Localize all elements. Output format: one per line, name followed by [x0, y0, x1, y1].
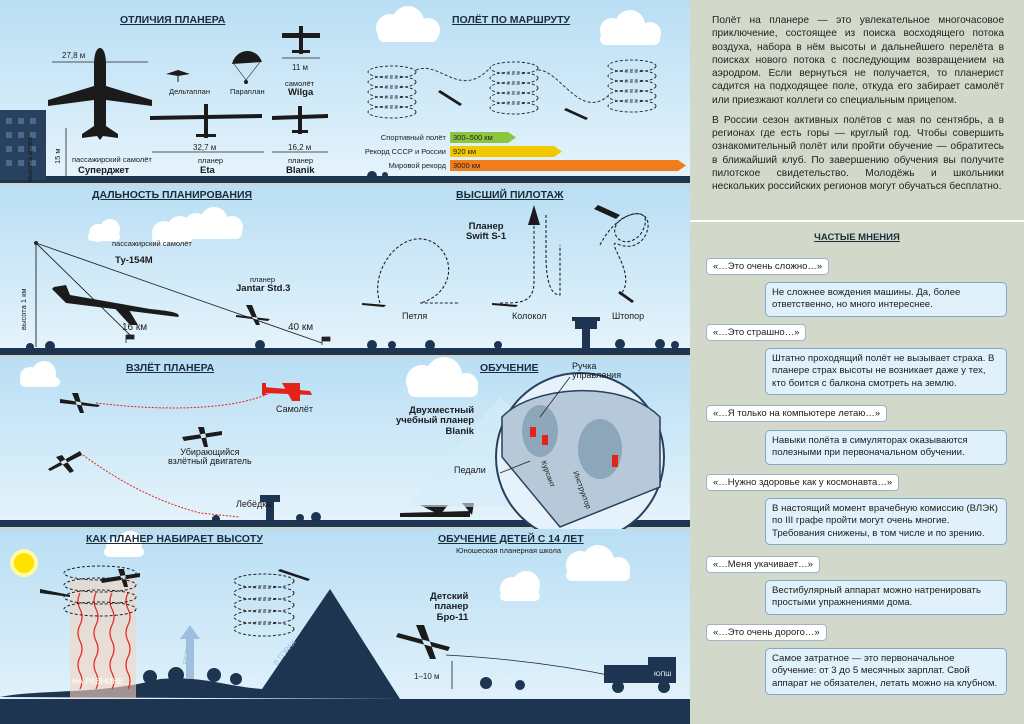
wilga-span: 11 м [292, 63, 309, 72]
band3-art [0, 357, 690, 542]
title-range: ДАЛЬНОСТЬ ПЛАНИРОВАНИЯ [92, 189, 253, 201]
eta-label: планер [198, 156, 224, 165]
answer-2: Штатно проходящий полёт не вызывает стра… [765, 348, 1007, 396]
eta-name: Eta [200, 165, 215, 176]
answer-1: Не сложнее вождения машины. Да, более от… [765, 282, 1007, 317]
intro-paragraph-1: Полёт на планере — это увлекательное мно… [712, 15, 1004, 106]
record-bar-1: 920 км [450, 146, 562, 157]
height-label: высота 1 км [19, 288, 28, 330]
kids-height: 1–10 м [414, 672, 440, 681]
title-differences: ОТЛИЧИЯ ПЛАНЕРА [120, 14, 226, 26]
dist-short: 16 км [122, 322, 148, 333]
winch-label: Лебёдка [236, 499, 272, 509]
record-label-2: Мировой рекорд [388, 161, 446, 170]
superjet-label: пассажирский самолёт [72, 155, 152, 164]
blanik-span: 16,2 м [288, 143, 312, 152]
question-1: «…Это очень сложно…» [706, 258, 830, 275]
answer-4: В настоящий момент врачебную комиссию (В… [765, 498, 1007, 546]
tu-label: пассажирский самолёт [112, 239, 192, 248]
title-altitude: КАК ПЛАНЕР НАБИРАЕТ ВЫСОТУ [86, 533, 263, 545]
blanik-name: Blanik [286, 165, 315, 176]
jantar-name: Jantar Std.3 [236, 283, 291, 294]
title-training: ОБУЧЕНИЕ [480, 362, 539, 374]
answer-3: Навыки полёта в симуляторах оказываются … [765, 430, 1007, 465]
band4-art [0, 531, 690, 724]
building-height: 15 м [53, 148, 62, 164]
intro-paragraph-2: В России сезон активных полётов с мая по… [712, 114, 1004, 192]
blanik-label: планер [288, 156, 314, 165]
tu-name: Ту-154М [115, 255, 153, 266]
title-kids: ОБУЧЕНИЕ ДЕТЕЙ С 14 ЛЕТ [438, 533, 584, 545]
superjet-name: Суперджет [78, 165, 130, 176]
truck-plate: ЮПШ [654, 671, 672, 678]
loop-label: Петля [402, 311, 428, 321]
band2-art [0, 205, 690, 355]
question-3: «…Я только на компьютере летаю…» [706, 405, 888, 422]
record-label-0: Спортивный полёт [380, 133, 446, 142]
school-label: Юношеская планерная школа [456, 546, 562, 555]
title-route: ПОЛЁТ ПО МАРШРУТУ [452, 14, 571, 26]
title-launch: ВЗЛЁТ ПЛАНЕРА [126, 362, 215, 374]
building-label: высота дома [25, 137, 34, 182]
band1-art [0, 6, 690, 183]
paraplan-label: Параплан [230, 87, 265, 96]
title-aerobatics: ВЫСШИЙ ПИЛОТАЖ [456, 189, 564, 201]
deltaplan-label: Дельтаплан [169, 87, 210, 96]
superjet-icon [48, 48, 152, 140]
jantar-label: планер [250, 275, 276, 284]
dist-long: 40 км [288, 322, 314, 333]
wilga-label: самолёт [285, 79, 315, 88]
tu154-icon [52, 285, 179, 317]
record-bar-2: 3000 км [450, 160, 686, 171]
opinions-title: ЧАСТЫЕ МНЕНИЯ [814, 232, 900, 243]
answer-5: Вестибулярный аппарат можно натренироват… [765, 580, 1007, 615]
question-2: «…Это страшно…» [706, 324, 807, 341]
intro-text: Полёт на планере — это увлекательное мно… [712, 14, 1004, 200]
spin-label: Штопор [612, 311, 645, 321]
question-5: «…Меня укачивает…» [706, 556, 820, 573]
bell-label: Колокол [512, 311, 547, 321]
record-label-1: Рекорд СССР и России [364, 147, 446, 156]
plane-label: Самолёт [276, 404, 313, 414]
answer-6: Самое затратное — это первоначальное обу… [765, 648, 1007, 696]
record-bar-0: 300–500 км [450, 132, 516, 143]
superjet-span: 27,8 м [62, 51, 86, 60]
wilga-name: Wilga [288, 87, 314, 98]
question-6: «…Это очень дорого…» [706, 624, 827, 641]
plain-label: НА РАВНИНЕ [72, 677, 124, 686]
divider [690, 220, 1024, 222]
eta-span: 32,7 м [193, 143, 217, 152]
pedals-label: Педали [454, 465, 486, 475]
question-4: «…Нужно здоровье как у космонавта…» [706, 474, 900, 491]
